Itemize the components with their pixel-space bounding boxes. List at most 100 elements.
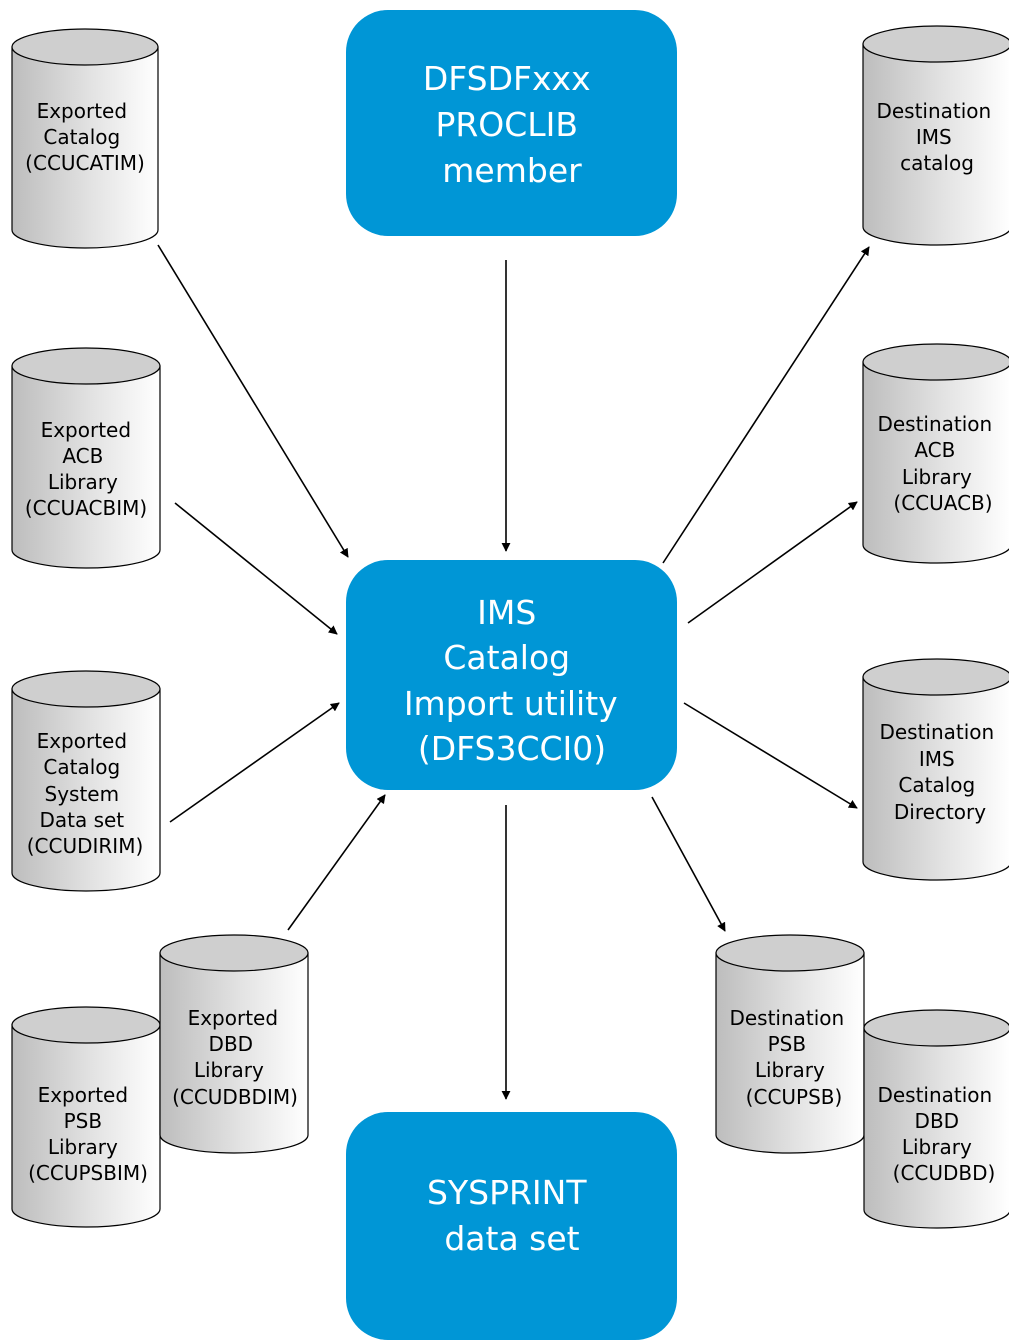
utility-box: IMS Catalog Import utility (DFS3CCI0)	[346, 560, 677, 790]
dest-directory-line-4: Directory	[894, 800, 986, 824]
dest-acb-cylinder: Destination ACB Library (CCUACB)	[862, 343, 1009, 564]
dest-directory-line-3: Catalog	[898, 773, 975, 797]
arrow-utility-to-dest-directory	[683, 702, 858, 809]
cylinder-body	[159, 952, 309, 1154]
exported-directory-line-2: Catalog	[43, 755, 120, 779]
exported-dbd-line-2: DBD	[209, 1032, 254, 1056]
exported-catalog-line-1: Exported	[37, 99, 127, 123]
dest-directory-line-1: Destination	[879, 720, 994, 744]
proclib-line-1: DFSDFxxx	[423, 59, 591, 98]
cylinder-body	[862, 676, 1009, 881]
exported-acb-line-2: ACB	[62, 444, 103, 468]
cylinder-top	[11, 1006, 161, 1044]
svg-text:Exported DBD Libra: Exported DBD Library (CCUDBDIM)	[172, 1006, 298, 1109]
utility-line-4: (DFS3CCI0)	[418, 729, 606, 768]
cylinder-top	[862, 25, 1009, 63]
dest-dbd-line-2: DBD	[915, 1109, 960, 1133]
proclib-box: DFSDFxxx PROCLIB member	[346, 10, 677, 236]
cylinder-body	[11, 688, 161, 892]
arrow-utility-to-dest-catalog	[662, 246, 870, 564]
svg-text:Exported Catalog (: Exported Catalog (CCUCATIM)	[25, 99, 145, 175]
dest-catalog-line-3: catalog	[900, 151, 974, 175]
proclib-line-3: member	[442, 151, 582, 190]
dest-psb-line-2: PSB	[768, 1032, 806, 1056]
cylinder-top	[11, 28, 159, 66]
exported-directory-line-3: System	[45, 782, 120, 806]
dest-psb-cylinder: Destination PSB Library (CCUPSB)	[715, 934, 865, 1154]
exported-directory-line-1: Exported	[37, 729, 127, 753]
arrow-utility-to-dest-psb	[651, 796, 726, 932]
cylinder-top	[159, 934, 309, 972]
svg-text:Destination IMS ca: Destination IMS catalog	[876, 99, 997, 175]
dest-directory-cylinder: Destination IMS Catalog Directory	[862, 658, 1009, 881]
exported-dbd-line-1: Exported	[188, 1006, 278, 1030]
utility-line-3: Import utility	[404, 684, 618, 723]
exported-directory-line-4: Data set	[39, 808, 124, 832]
arrow-exported-catalog-to-utility	[157, 244, 349, 558]
cylinder-top	[11, 347, 161, 385]
svg-text:Exported ACB Libra: Exported ACB Library (CCUACBIM)	[25, 418, 147, 520]
dest-catalog-cylinder: Destination IMS catalog	[862, 25, 1009, 246]
svg-text:DFSDFxxx PROCLIB m: DFSDFxxx PROCLIB member	[423, 59, 601, 190]
dest-catalog-line-2: IMS	[916, 125, 952, 149]
exported-acb-line-4: (CCUACBIM)	[25, 496, 147, 520]
exported-acb-line-1: Exported	[41, 418, 131, 442]
dest-catalog-line-1: Destination	[876, 99, 991, 123]
exported-psb-line-4: (CCUPSBIM)	[28, 1161, 148, 1185]
dest-acb-line-2: ACB	[914, 438, 955, 462]
sysprint-box: SYSPRINT data set	[346, 1112, 677, 1340]
arrow-exported-dbd-to-utility	[287, 794, 386, 931]
dest-dbd-cylinder: Destination DBD Library (CCUDBD)	[863, 1009, 1009, 1229]
proclib-line-2: PROCLIB	[435, 105, 578, 144]
exported-psb-line-2: PSB	[64, 1109, 102, 1133]
arrows	[157, 244, 870, 1100]
dest-psb-line-1: Destination	[729, 1006, 844, 1030]
cylinder-top	[715, 934, 865, 972]
arrow-utility-to-dest-acb	[687, 501, 858, 624]
dest-dbd-line-3: Library	[902, 1135, 972, 1159]
exported-psb-cylinder: Exported PSB Library (CCUPSBIM)	[11, 1006, 161, 1228]
svg-text:SYSPRINT data set: SYSPRINT data set	[427, 1173, 597, 1258]
dest-acb-line-4: (CCUACB)	[893, 491, 992, 515]
arrow-exported-acb-to-utility	[174, 502, 338, 635]
cylinder-body	[715, 952, 865, 1154]
cylinder-body	[863, 1027, 1009, 1229]
cylinder-body	[11, 365, 161, 569]
svg-text:IMS Catalog Import: IMS Catalog Import utility (DFS3CCI0)	[404, 593, 628, 768]
utility-box-shape	[346, 560, 677, 790]
exported-catalog-cylinder: Exported Catalog (CCUCATIM)	[11, 28, 159, 249]
sysprint-box-shape	[346, 1112, 677, 1340]
cylinder-top	[862, 343, 1009, 381]
cylinder-body	[862, 361, 1009, 564]
dest-directory-line-2: IMS	[919, 747, 955, 771]
dest-acb-line-1: Destination	[877, 412, 992, 436]
dest-acb-line-3: Library	[902, 465, 972, 489]
cylinder-body	[11, 1024, 161, 1228]
cylinder-body	[11, 46, 159, 249]
sysprint-line-2: data set	[444, 1219, 579, 1258]
proclib-box-shape	[346, 10, 677, 236]
utility-line-2: Catalog	[443, 638, 570, 677]
cylinder-top	[862, 658, 1009, 696]
dest-psb-line-4: (CCUPSB)	[746, 1085, 843, 1109]
exported-directory-line-5: (CCUDIRIM)	[27, 834, 144, 858]
exported-dbd-line-4: (CCUDBDIM)	[172, 1085, 298, 1109]
exported-catalog-line-3: (CCUCATIM)	[25, 151, 145, 175]
cylinder-top	[11, 670, 161, 708]
svg-text:Destination IMS Ca: Destination IMS Catalog Directory	[879, 720, 1000, 824]
exported-directory-cylinder: Exported Catalog System Data set (CCUDIR…	[11, 670, 161, 892]
dest-psb-line-3: Library	[755, 1058, 825, 1082]
svg-text:Exported PSB Libra: Exported PSB Library (CCUPSBIM)	[28, 1083, 148, 1185]
svg-text:Destination DBD Li: Destination DBD Library (CCUDBD)	[877, 1083, 998, 1185]
exported-acb-line-3: Library	[48, 470, 118, 494]
utility-line-1: IMS	[477, 593, 536, 632]
dest-dbd-line-1: Destination	[877, 1083, 992, 1107]
svg-text:Destination PSB Li: Destination PSB Library (CCUPSB)	[729, 1006, 850, 1109]
sysprint-line-1: SYSPRINT	[427, 1173, 587, 1212]
exported-dbd-line-3: Library	[194, 1058, 264, 1082]
dest-dbd-line-4: (CCUDBD)	[893, 1161, 996, 1185]
exported-catalog-line-2: Catalog	[43, 125, 120, 149]
svg-text:Exported Catalog S: Exported Catalog System Data set (CCUDIR…	[27, 729, 144, 858]
arrow-exported-directory-to-utility	[169, 702, 340, 823]
exported-dbd-cylinder: Exported DBD Library (CCUDBDIM)	[159, 934, 309, 1154]
